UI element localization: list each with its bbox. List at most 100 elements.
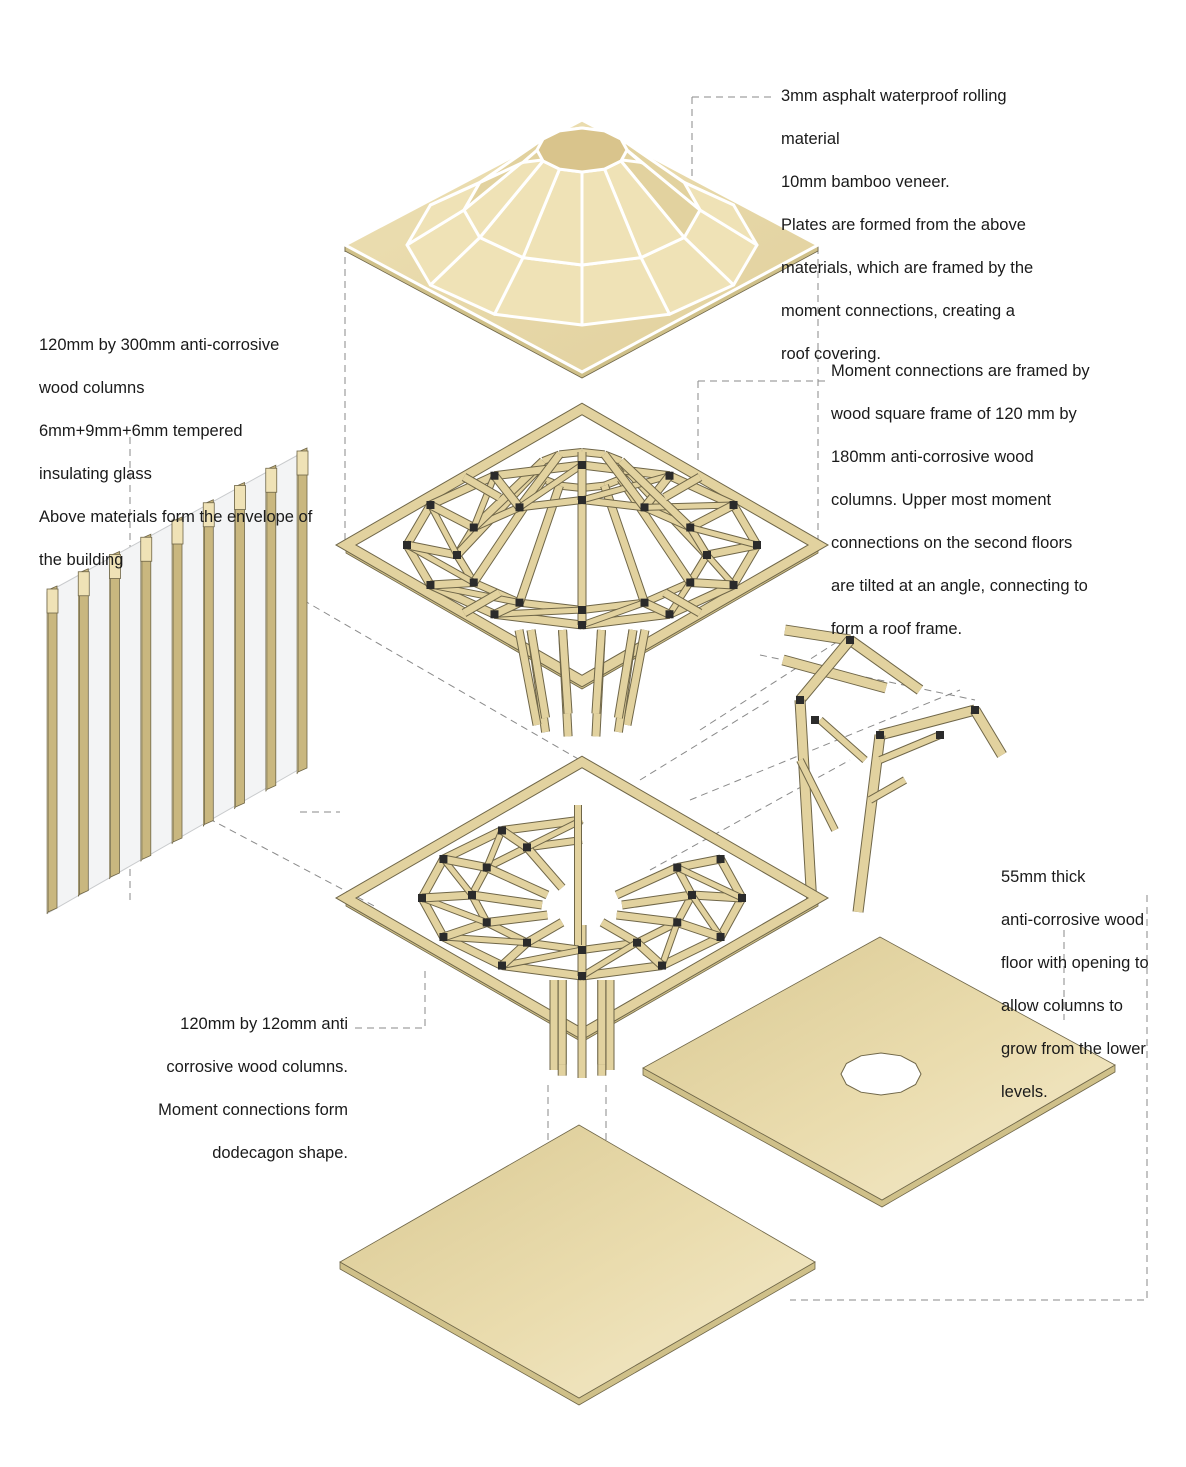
column-top-block (171, 519, 184, 545)
rib-beam-outer (706, 541, 758, 559)
envelope-annotation-line: insulating glass (39, 464, 152, 483)
floor-annotation-line: anti-corrosive wood (1001, 910, 1145, 929)
joint (490, 471, 499, 480)
ring-beam-outer (668, 581, 736, 618)
joint (426, 581, 435, 589)
envelope-annotation: 120mm by 300mm anti-corrosive wood colum… (39, 313, 369, 593)
ring-beam-mid (581, 497, 645, 511)
ring-beam-outer (494, 461, 583, 480)
joint (665, 610, 674, 619)
tilted-brace (818, 717, 867, 763)
lower-rib-outer (421, 891, 473, 902)
roof-annotation-line: material (781, 129, 840, 148)
column-face (46, 589, 49, 915)
tilted-beam (847, 636, 923, 694)
lower-brace (421, 895, 488, 925)
ring-beam-outer (428, 472, 496, 509)
roof-annotation-line: 3mm asphalt waterproof rolling (781, 86, 1007, 105)
columns-annotation-line: dodecagon shape. (212, 1143, 348, 1162)
column-top-block (296, 450, 309, 476)
joint (523, 938, 531, 947)
brace-beam (644, 502, 734, 510)
lower-rib (486, 911, 548, 926)
moment-frame-annotation: Moment connections are framed by wood sq… (831, 339, 1171, 662)
roof-annotation-line: moment connections, creating a (781, 301, 1015, 320)
lower-rib (621, 891, 693, 909)
joint (468, 891, 476, 899)
rib-beam-outer (430, 579, 474, 589)
brace-beam (471, 474, 497, 529)
leader-line (689, 689, 961, 801)
lower-ring-outer (581, 962, 663, 980)
floor-opening (840, 1052, 922, 1096)
lower-ring-mid (581, 939, 638, 953)
joint (738, 894, 746, 902)
lower-rib (525, 919, 564, 946)
joint (469, 523, 478, 532)
moment-frame-annotation-line: Moment connections are framed by (831, 361, 1090, 380)
rib-beam-outer (491, 473, 523, 510)
lower-brace (659, 921, 680, 967)
moment-frame-annotation-line: columns. Upper most moment (831, 490, 1052, 509)
joint (729, 501, 738, 509)
lower-brace (484, 829, 505, 869)
joint (498, 961, 506, 970)
tilted-beam (784, 625, 851, 645)
joint (523, 843, 531, 852)
brace-beam (494, 607, 583, 617)
tilted-beam (878, 705, 977, 740)
column-top-block (77, 571, 90, 597)
column-face (109, 555, 111, 880)
envelope-wall-with-columns (46, 447, 309, 915)
base-slab-top-face (339, 1124, 816, 1399)
columns-annotation-line: 120mm by 12omm anti (180, 1014, 348, 1033)
joint (846, 636, 854, 644)
roof-covering-plates (341, 118, 822, 379)
joint (688, 891, 696, 899)
upper-column (623, 629, 649, 726)
envelope-annotation-line: the building (39, 550, 124, 569)
ring-beam-top (603, 476, 623, 489)
upper-column (559, 629, 572, 714)
ring-beam-mid (519, 497, 583, 511)
moment-frame-annotation-line: are tilted at an angle, connecting to (831, 576, 1088, 595)
columns-annotation-line: corrosive wood columns. (166, 1057, 348, 1076)
rib-beam-outer (428, 501, 476, 531)
joint (633, 938, 641, 947)
frame-tie (662, 473, 702, 501)
column-top-block (265, 467, 278, 493)
lower-rib-outer (676, 919, 722, 941)
column-side (47, 585, 58, 913)
column-top-block (140, 536, 153, 562)
floor-annotation-line: levels. (1001, 1082, 1048, 1101)
joint (578, 946, 586, 954)
lower-rib-outer (676, 855, 722, 871)
floor-annotation-line: allow columns to (1001, 996, 1123, 1015)
column-top-block (234, 485, 246, 510)
tilted-beam (971, 707, 1006, 758)
envelope-annotation-line: wood columns (39, 378, 145, 397)
columns-annotation: 120mm by 12omm anti corrosive wood colum… (100, 992, 348, 1186)
lower-rib (524, 845, 565, 890)
brace-beam (428, 503, 460, 557)
lower-rib (616, 911, 678, 926)
lower-rib (600, 919, 639, 946)
joint (658, 961, 666, 970)
roof-annotation-line: roof covering. (781, 344, 881, 363)
tilted-brace (797, 758, 838, 832)
lower-ring-outer (660, 933, 723, 969)
lower-ring-outer (501, 816, 583, 834)
joint (811, 716, 819, 724)
lower-ring-outer (717, 896, 746, 939)
brace-beam (518, 462, 584, 510)
joint (578, 972, 586, 980)
leader-line (649, 759, 851, 871)
floor-annotation: 55mm thick anti-corrosive wood floor wit… (1001, 845, 1181, 1125)
lower-brace (443, 934, 528, 946)
joint (640, 503, 649, 512)
joint (729, 581, 738, 589)
lower-ring-outer (441, 827, 504, 863)
lower-rib-outer (442, 855, 488, 871)
joint (686, 578, 695, 587)
moment-frame-annotation-line: connections on the second floors (831, 533, 1073, 552)
